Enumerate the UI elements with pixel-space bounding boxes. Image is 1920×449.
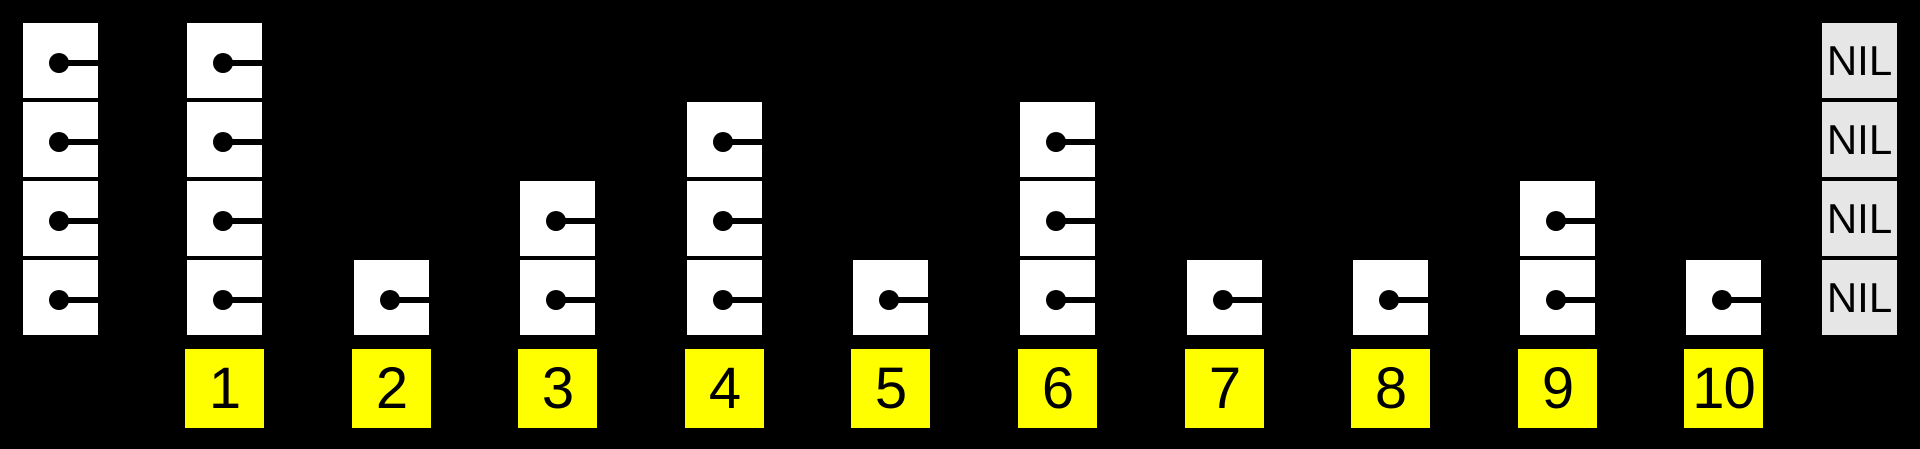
nil-label: NIL (1826, 36, 1893, 84)
forward-pointer-arrow-icon (223, 297, 264, 303)
node-4-cell-level-1 (675, 258, 764, 337)
forward-pointer-arrow-icon (1556, 218, 1597, 224)
node-6-cell-level-3 (1008, 100, 1097, 179)
head-node-cell-level-3 (11, 100, 100, 179)
forward-pointer-arrow-icon (723, 297, 764, 303)
incoming-pointer-stub-icon (675, 139, 685, 145)
key-label-1[interactable]: 1 (185, 349, 264, 428)
node-8-cell-level-1 (1341, 258, 1430, 337)
forward-pointer-arrow-icon (889, 297, 930, 303)
node-10-cell-level-1 (1674, 258, 1763, 337)
key-label-10[interactable]: 10 (1684, 349, 1763, 428)
forward-pointer-arrow-icon (223, 218, 264, 224)
incoming-pointer-stub-icon (1508, 218, 1518, 224)
nil-label: NIL (1826, 273, 1893, 321)
nil-cell-level-4: NIL (1820, 21, 1899, 100)
key-label-4[interactable]: 4 (685, 349, 764, 428)
head-node-cell-level-2 (11, 179, 100, 258)
incoming-pointer-stub-icon (508, 297, 518, 303)
forward-pointer-arrow-icon (1056, 139, 1097, 145)
incoming-pointer-stub-icon (675, 297, 685, 303)
key-label-8[interactable]: 8 (1351, 349, 1430, 428)
forward-pointer-arrow-icon (723, 139, 764, 145)
incoming-pointer-stub-icon (11, 139, 21, 145)
incoming-pointer-stub-icon (11, 60, 21, 66)
nil-label: NIL (1826, 194, 1893, 242)
node-1-cell-level-1 (175, 258, 264, 337)
incoming-pointer-stub-icon (1508, 297, 1518, 303)
key-label-5[interactable]: 5 (851, 349, 930, 428)
incoming-pointer-stub-icon (11, 297, 21, 303)
head-node-cell-level-4 (11, 21, 100, 100)
incoming-pointer-stub-icon (508, 218, 518, 224)
nil-cell-level-3: NIL (1820, 100, 1899, 179)
forward-pointer-arrow-icon (1556, 297, 1597, 303)
node-9-cell-level-1 (1508, 258, 1597, 337)
node-4-cell-level-3 (675, 100, 764, 179)
nil-label: NIL (1826, 115, 1893, 163)
node-9-cell-level-2 (1508, 179, 1597, 258)
node-2-cell-level-1 (342, 258, 431, 337)
incoming-pointer-stub-icon (1341, 297, 1351, 303)
key-label-6[interactable]: 6 (1018, 349, 1097, 428)
nil-cell-level-1: NIL (1820, 258, 1899, 337)
node-5-cell-level-1 (841, 258, 930, 337)
incoming-pointer-stub-icon (175, 297, 185, 303)
forward-pointer-arrow-icon (59, 139, 100, 145)
forward-pointer-arrow-icon (59, 218, 100, 224)
node-1-cell-level-3 (175, 100, 264, 179)
incoming-pointer-stub-icon (175, 139, 185, 145)
forward-pointer-arrow-icon (59, 297, 100, 303)
forward-pointer-arrow-icon (1056, 297, 1097, 303)
node-1-cell-level-2 (175, 179, 264, 258)
incoming-pointer-stub-icon (841, 297, 851, 303)
forward-pointer-arrow-icon (390, 297, 431, 303)
forward-pointer-arrow-icon (556, 218, 597, 224)
node-3-cell-level-2 (508, 179, 597, 258)
key-label-3[interactable]: 3 (518, 349, 597, 428)
forward-pointer-arrow-icon (59, 60, 100, 66)
forward-pointer-arrow-icon (223, 139, 264, 145)
forward-pointer-arrow-icon (223, 60, 264, 66)
key-label-7[interactable]: 7 (1185, 349, 1264, 428)
incoming-pointer-stub-icon (11, 218, 21, 224)
forward-pointer-arrow-icon (1722, 297, 1763, 303)
incoming-pointer-stub-icon (1008, 297, 1018, 303)
node-7-cell-level-1 (1175, 258, 1264, 337)
incoming-pointer-stub-icon (1175, 297, 1185, 303)
forward-pointer-arrow-icon (1389, 297, 1430, 303)
forward-pointer-arrow-icon (1056, 218, 1097, 224)
node-6-cell-level-1 (1008, 258, 1097, 337)
node-4-cell-level-2 (675, 179, 764, 258)
incoming-pointer-stub-icon (175, 218, 185, 224)
nil-cell-level-2: NIL (1820, 179, 1899, 258)
incoming-pointer-stub-icon (675, 218, 685, 224)
forward-pointer-arrow-icon (1223, 297, 1264, 303)
node-6-cell-level-2 (1008, 179, 1097, 258)
incoming-pointer-stub-icon (1008, 218, 1018, 224)
key-label-2[interactable]: 2 (352, 349, 431, 428)
node-1-cell-level-4 (175, 21, 264, 100)
forward-pointer-arrow-icon (556, 297, 597, 303)
incoming-pointer-stub-icon (1008, 139, 1018, 145)
incoming-pointer-stub-icon (342, 297, 352, 303)
incoming-pointer-stub-icon (1674, 297, 1684, 303)
forward-pointer-arrow-icon (723, 218, 764, 224)
node-3-cell-level-1 (508, 258, 597, 337)
key-label-9[interactable]: 9 (1518, 349, 1597, 428)
incoming-pointer-stub-icon (175, 60, 185, 66)
head-node-cell-level-1 (11, 258, 100, 337)
